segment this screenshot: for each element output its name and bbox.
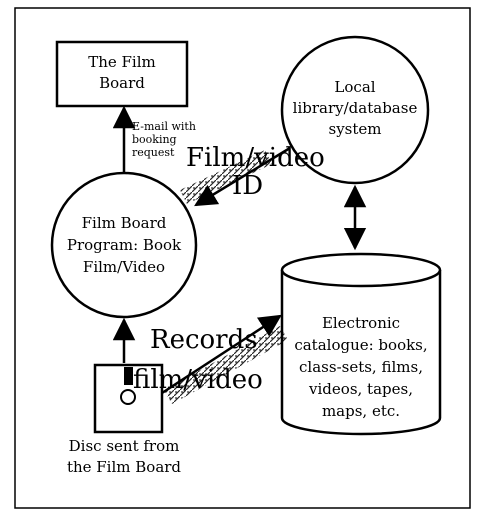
catalogue-label-line2: catalogue: books, — [294, 336, 427, 354]
film-video-label: Film/video — [186, 143, 325, 173]
records-label: Records — [150, 325, 258, 355]
catalogue-label-line4: videos, tapes, — [308, 380, 413, 398]
local-system-label-line2: library/database — [293, 99, 418, 117]
local-system-node — [280, 35, 430, 185]
email-label-line3: request — [132, 146, 175, 159]
disc-icon — [93, 363, 164, 434]
catalogue-label-line1: Electronic — [322, 314, 400, 332]
film-video-records-label: film/video — [133, 365, 263, 395]
film-board-label-line1: The Film — [88, 53, 156, 71]
catalogue-label-line3: class-sets, films, — [299, 358, 423, 376]
outer-frame — [14, 7, 471, 509]
catalogue-database — [280, 252, 442, 436]
id-label: ID — [232, 171, 263, 201]
email-label-line2: booking — [132, 133, 177, 146]
email-label-line1: E-mail with — [132, 120, 196, 133]
local-system-label-line1: Local — [334, 78, 375, 96]
program-label-line3: Film/Video — [83, 258, 165, 276]
disc-caption-line2: the Film Board — [67, 458, 181, 476]
arrow-disc-to-catalogue — [161, 314, 282, 395]
film-board-label-line2: Board — [99, 74, 145, 92]
arrow-local-to-program — [194, 146, 291, 207]
catalogue-label-line5: maps, etc. — [322, 402, 400, 420]
scribble-band-records — [164, 326, 288, 404]
disc-caption-line1: Disc sent from — [69, 437, 180, 455]
program-label-line2: Program: Book — [67, 236, 182, 254]
program-label-line1: Film Board — [82, 214, 167, 232]
local-system-label-line3: system — [329, 120, 382, 138]
